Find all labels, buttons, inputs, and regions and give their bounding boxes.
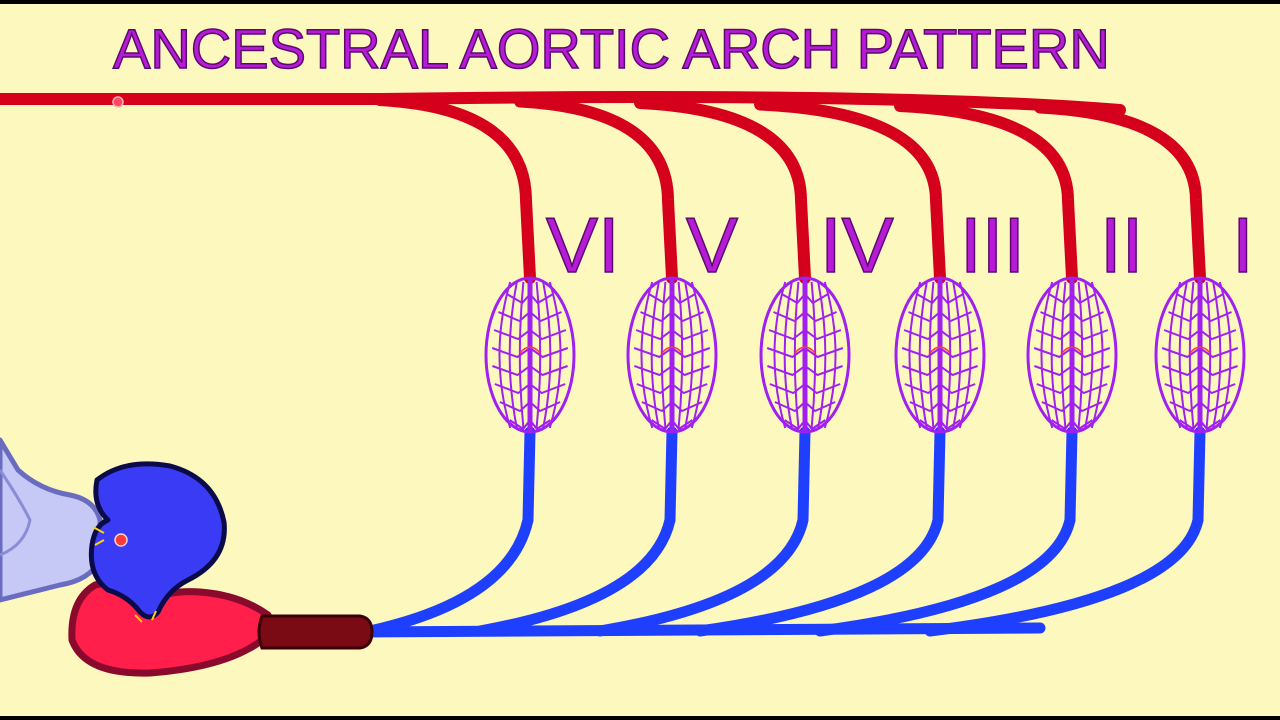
- sinoatrial-node: [114, 533, 128, 547]
- gill-center-mark: [929, 346, 951, 354]
- sinus-inner: [0, 469, 32, 557]
- gill-vi: [484, 276, 576, 434]
- arch-numeral-ii: II: [1100, 201, 1143, 289]
- arch-numeral-iv: IV: [820, 201, 894, 289]
- gill-center-mark: [794, 346, 816, 354]
- efferent-artery-iii: [754, 98, 946, 284]
- gill-center-mark: [661, 346, 683, 354]
- gill-capillary-beds: [484, 276, 1246, 434]
- gill-ii: [1026, 276, 1118, 434]
- afferent-artery-v: [474, 426, 678, 637]
- arch-numeral-vi: VI: [546, 201, 620, 289]
- arch-numeral-iii: III: [960, 201, 1025, 289]
- gill-v: [626, 276, 718, 434]
- conus-arteriosus: [257, 614, 374, 650]
- heart: [0, 437, 374, 677]
- arch-numeral-i: I: [1232, 201, 1254, 289]
- afferent-artery-i: [924, 426, 1206, 637]
- ventricle-chamber: [68, 579, 273, 677]
- gill-center-mark: [519, 346, 541, 354]
- arch-numeral-v: V: [686, 201, 738, 289]
- gill-iii: [894, 276, 986, 434]
- afferent-artery-ii: [814, 426, 1078, 637]
- efferent-artery-ii: [894, 100, 1078, 284]
- gill-i: [1154, 276, 1246, 434]
- efferent-artery-v: [514, 95, 678, 284]
- valve-marks: [92, 526, 271, 641]
- afferent-arteries: [364, 426, 1206, 637]
- aorta-point-marker: [112, 96, 124, 108]
- afferent-artery-iii: [694, 426, 946, 637]
- efferent-artery-vi: [374, 94, 536, 284]
- afferent-artery-iv: [594, 426, 811, 637]
- gill-center-mark: [1061, 346, 1083, 354]
- sinus-venosus: [0, 437, 103, 603]
- gill-iv: [759, 276, 851, 434]
- gill-center-mark: [1189, 346, 1211, 354]
- efferent-artery-iv: [634, 97, 811, 284]
- diagram-title: ANCESTRAL AORTIC ARCH PATTERN: [113, 17, 1110, 80]
- efferent-arteries: [374, 94, 1206, 284]
- efferent-artery-i: [1034, 101, 1206, 284]
- afferent-artery-vi: [364, 426, 536, 637]
